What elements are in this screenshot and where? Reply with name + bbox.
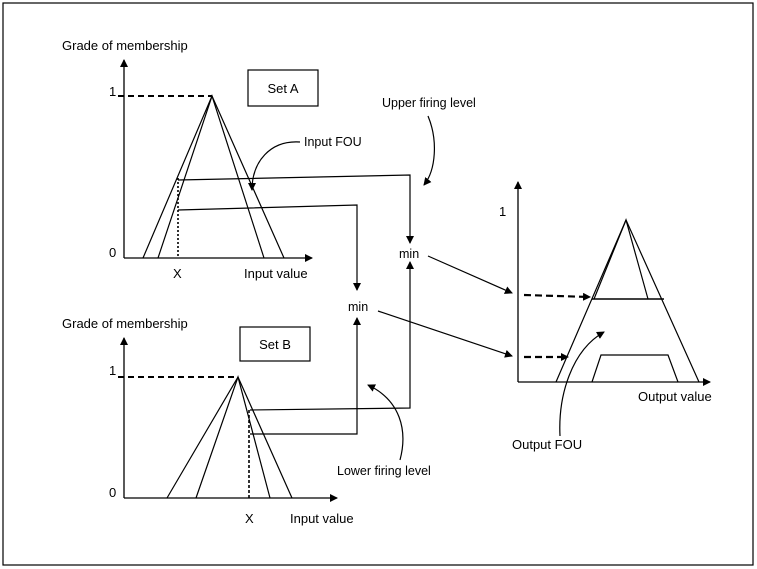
set-a-x-axis-label: Input value — [244, 266, 308, 281]
set-b-tick-zero: 0 — [109, 485, 116, 500]
set-a-label: Set A — [267, 81, 298, 96]
output-fou-label: Output FOU — [512, 437, 582, 452]
set-b-label: Set B — [259, 337, 291, 352]
set-a-tick-one: 1 — [109, 84, 116, 99]
min-lower-label: min — [348, 300, 368, 314]
set-b-x-marker: X — [245, 511, 254, 526]
set-a-x-marker: X — [173, 266, 182, 281]
set-a-lower-connector — [177, 204, 361, 291]
set-b-x-axis-label: Input value — [290, 511, 354, 526]
set-a-tick-zero: 0 — [109, 245, 116, 260]
min-upper-to-output-arrow — [427, 255, 513, 294]
output-lower-trapezoid — [591, 354, 679, 383]
set-b-tick-one: 1 — [109, 363, 116, 378]
set-a-label-box — [247, 69, 319, 107]
output-upper-dashed-arrow — [523, 292, 591, 301]
set-b-upper-mf — [166, 375, 293, 499]
set-b-label-box — [239, 326, 311, 362]
set-a-upper-connector — [177, 174, 414, 244]
output-x-axis-label: Output value — [638, 389, 712, 404]
min-upper-label: min — [399, 247, 419, 261]
set-a-upper-mf — [142, 94, 285, 259]
upper-firing-level-arrow — [423, 115, 435, 186]
set-b-y-axis-label: Grade of membership — [62, 316, 188, 331]
set-a-plot: Grade of membership 1 0 Set A X Input va… — [62, 38, 319, 281]
input-fou-label: Input FOU — [304, 135, 362, 149]
output-tick-one: 1 — [499, 204, 506, 219]
output-fou-arrow — [559, 331, 605, 437]
input-fou-arrow — [248, 141, 301, 191]
output-lower-mf — [593, 218, 649, 300]
set-b-upper-connector — [249, 261, 414, 411]
min-lower-to-output-arrow — [377, 310, 513, 358]
output-plot: 1 Output value Output FOU — [499, 181, 712, 452]
set-a-lower-mf — [157, 94, 265, 259]
set-b-lower-connector — [250, 317, 361, 435]
lower-firing-level-label: Lower firing level — [337, 464, 431, 478]
set-a-y-axis-label: Grade of membership — [62, 38, 188, 53]
lower-firing-level-arrow — [367, 384, 404, 461]
set-b-plot: Grade of membership 1 0 Set B X Input va… — [62, 316, 354, 526]
set-b-lower-mf — [195, 374, 271, 499]
upper-firing-level-label: Upper firing level — [382, 96, 476, 110]
